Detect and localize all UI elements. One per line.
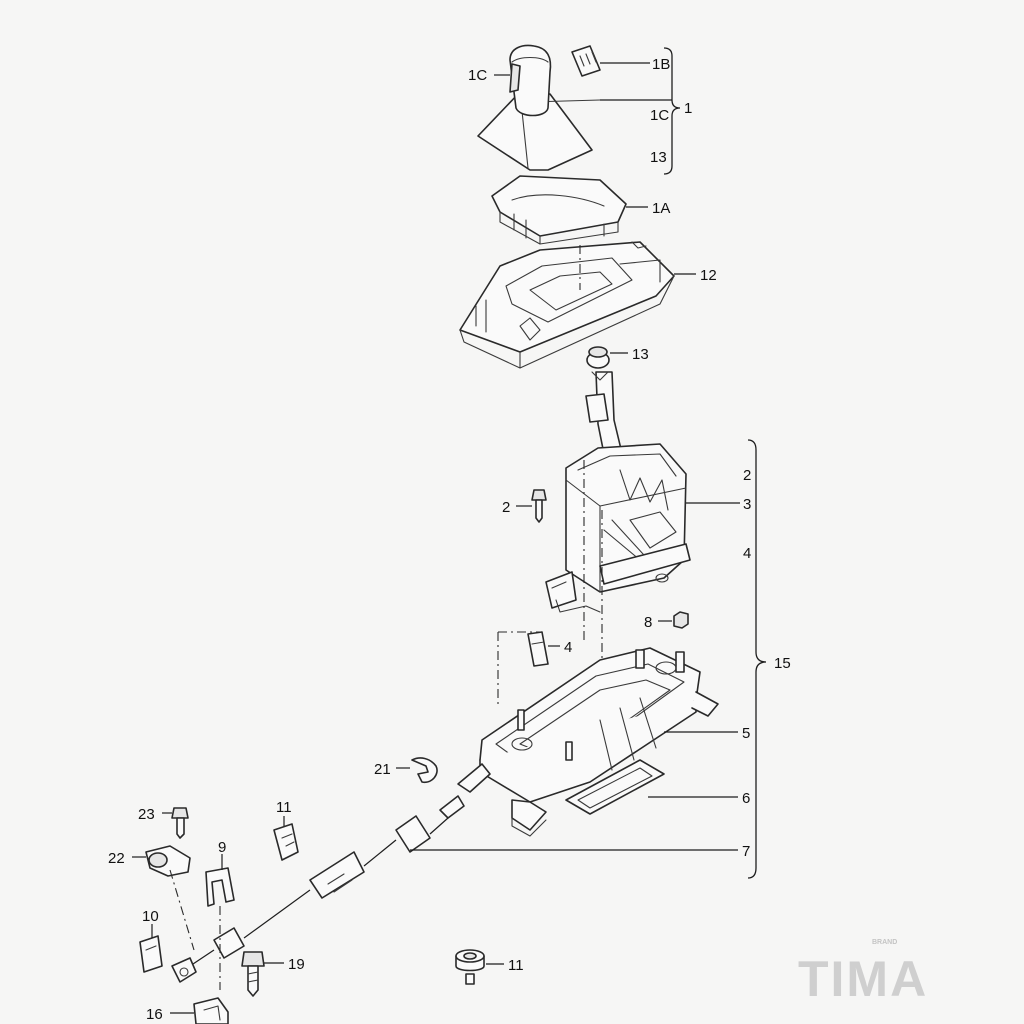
callout-13-group: 13 bbox=[650, 149, 667, 166]
callout-21: 21 bbox=[374, 761, 391, 778]
callout-2-group: 2 bbox=[743, 467, 751, 484]
callout-3: 3 bbox=[743, 496, 751, 513]
callout-19: 19 bbox=[288, 956, 305, 973]
boot-frame-cover-part bbox=[491, 175, 627, 245]
brand-watermark: BRAND TIMA bbox=[798, 939, 928, 1007]
callout-4-group: 4 bbox=[743, 545, 751, 562]
callout-16: 16 bbox=[146, 1006, 163, 1023]
callout-4-clip: 4 bbox=[564, 639, 572, 656]
spring-clip-part bbox=[205, 867, 235, 990]
callout-1b: 1B bbox=[652, 56, 670, 73]
callout-11-bottom: 11 bbox=[508, 957, 524, 974]
callout-1c-boot: 1C bbox=[650, 107, 669, 124]
callout-8: 8 bbox=[644, 614, 652, 631]
nut-part bbox=[673, 611, 689, 629]
base-plate-part bbox=[457, 647, 719, 837]
callout-9: 9 bbox=[218, 839, 226, 856]
selector-lever-assembly-part bbox=[545, 371, 691, 756]
callout-2-screw: 2 bbox=[502, 499, 510, 516]
callout-12: 12 bbox=[700, 267, 717, 284]
group-bracket-1 bbox=[663, 47, 681, 175]
shift-knob-part bbox=[509, 44, 552, 117]
callout-22: 22 bbox=[108, 850, 125, 867]
screw-part bbox=[531, 489, 547, 523]
mounting-bracket-part bbox=[139, 935, 163, 973]
cable-holder-part bbox=[193, 997, 229, 1024]
callout-10: 10 bbox=[142, 908, 159, 925]
callout-13-ring: 13 bbox=[632, 346, 649, 363]
selector-housing-part bbox=[459, 241, 675, 369]
callout-labels: 1C 1B 1C 1 13 1A 12 13 2 3 2 4 4 8 15 5 … bbox=[108, 56, 791, 1023]
bolt-bottom-part bbox=[241, 951, 265, 997]
callout-5: 5 bbox=[742, 725, 750, 742]
callout-6: 6 bbox=[742, 790, 750, 807]
callout-1c-knob: 1C bbox=[468, 67, 487, 84]
callout-15: 15 bbox=[774, 655, 791, 672]
retaining-clip-part bbox=[497, 631, 549, 708]
callout-7: 7 bbox=[742, 843, 750, 860]
watermark-logo-text: TIMA bbox=[798, 951, 928, 1007]
callout-1a: 1A bbox=[652, 200, 670, 217]
lever-ring-part bbox=[586, 346, 610, 369]
callout-11-top: 11 bbox=[276, 799, 292, 816]
cable-clip-part bbox=[411, 757, 438, 784]
bushing-part bbox=[455, 949, 485, 985]
damping-pad-part bbox=[565, 759, 665, 815]
leader-lines bbox=[132, 62, 740, 1014]
selector-cable-part bbox=[171, 795, 465, 983]
cable-bracket-part bbox=[273, 823, 299, 861]
bolt-top-part bbox=[171, 807, 189, 839]
callout-23: 23 bbox=[138, 806, 155, 823]
group-bracket-15 bbox=[747, 439, 767, 879]
shift-pattern-cap-part bbox=[571, 45, 601, 77]
callout-1-group: 1 bbox=[684, 100, 692, 117]
watermark-small-text: BRAND bbox=[872, 939, 897, 946]
transmission-lever-part bbox=[145, 845, 195, 951]
